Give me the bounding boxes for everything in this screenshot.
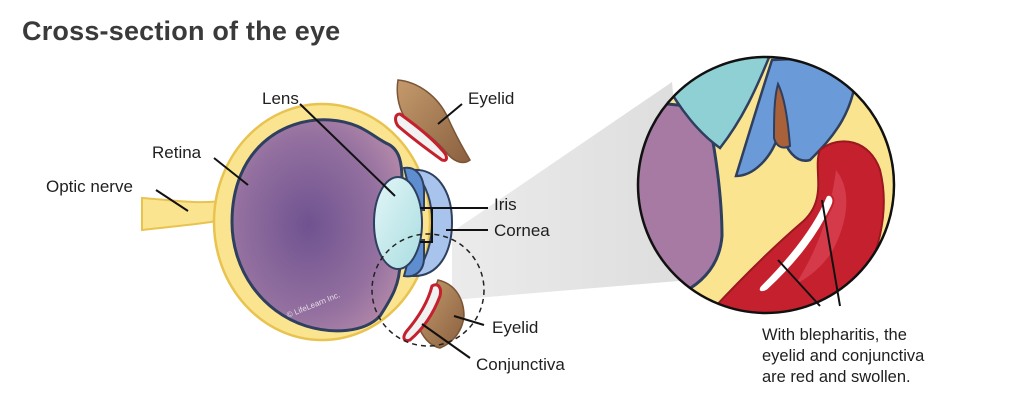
leader-retina bbox=[213, 157, 249, 186]
leader-conjunctiva bbox=[421, 323, 471, 359]
leader-note-2 bbox=[821, 199, 841, 307]
label-retina: Retina bbox=[152, 143, 202, 162]
zoom-iris-fold bbox=[772, 81, 792, 149]
zoom-conjunctiva bbox=[757, 193, 835, 294]
note-line-3: are red and swollen. bbox=[762, 368, 911, 386]
leader-optic-nerve bbox=[155, 189, 189, 212]
magnified-view bbox=[638, 57, 894, 313]
note-line-2: eyelid and conjunctiva bbox=[762, 347, 925, 365]
label-cornea: Cornea bbox=[494, 221, 550, 240]
leader-lens bbox=[299, 103, 396, 197]
magnified-view-border bbox=[636, 55, 896, 315]
label-iris: Iris bbox=[494, 195, 517, 214]
upper-conjunctiva bbox=[394, 112, 448, 162]
focus-circle bbox=[371, 233, 485, 347]
leader-note-1 bbox=[777, 259, 821, 307]
label-conjunctiva: Conjunctiva bbox=[476, 355, 565, 374]
iris-bracket bbox=[420, 207, 433, 243]
zoom-beam bbox=[452, 82, 690, 300]
label-optic-nerve: Optic nerve bbox=[46, 177, 133, 196]
label-eyelid-lower: Eyelid bbox=[492, 318, 538, 337]
leader-eyelid-upper bbox=[437, 103, 463, 125]
leader-eyelid-lower bbox=[453, 315, 485, 326]
lens bbox=[373, 176, 423, 270]
label-lens: Lens bbox=[262, 89, 299, 108]
upper-eyelid bbox=[396, 79, 471, 164]
page-title: Cross-section of the eye bbox=[22, 16, 341, 46]
label-eyelid-upper: Eyelid bbox=[468, 89, 514, 108]
lower-conjunctiva bbox=[402, 283, 442, 342]
note-line-1: With blepharitis, the bbox=[762, 326, 907, 344]
